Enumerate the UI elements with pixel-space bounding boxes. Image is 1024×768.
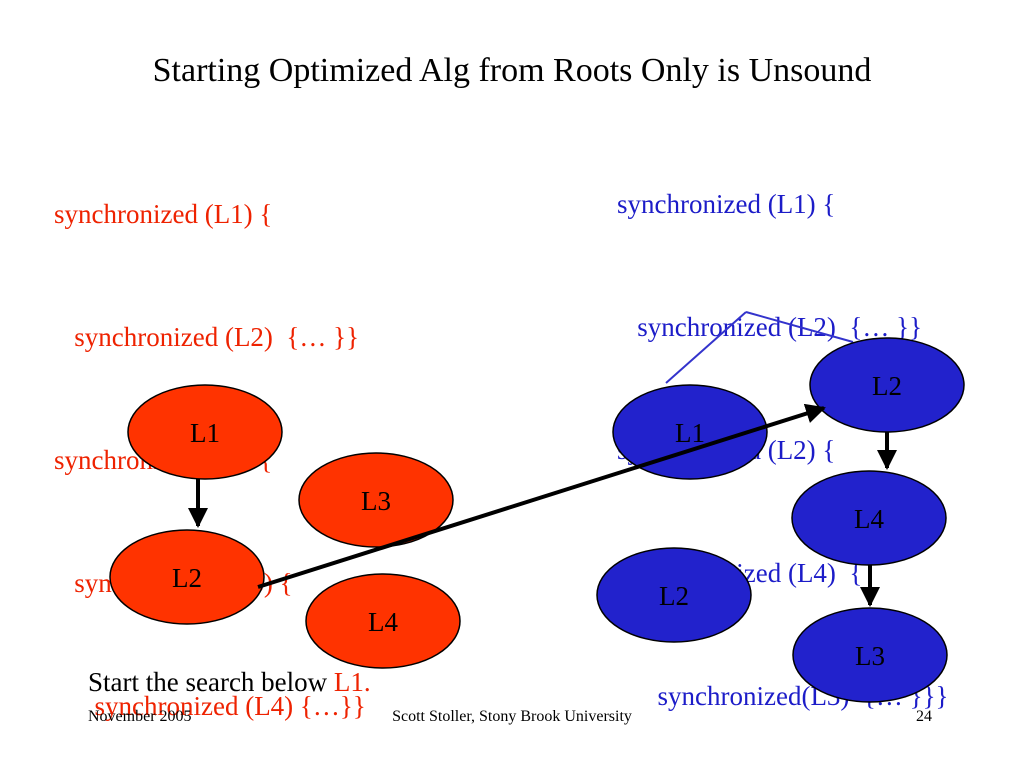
node-label-left-L4: L4 <box>368 607 398 637</box>
node-left-L3 <box>298 452 454 548</box>
bracket-line-left <box>665 311 747 384</box>
node-left-L2 <box>109 529 265 625</box>
node-label-left-L3: L3 <box>361 486 391 516</box>
caption-highlight: L1. <box>333 667 371 697</box>
node-right-L1 <box>612 384 768 480</box>
node-label-right-L3: L3 <box>855 641 885 671</box>
node-label-left-L1: L1 <box>190 418 220 448</box>
right-code-line: synchronized (L1) { <box>617 189 836 219</box>
node-label-right-L1: L1 <box>675 418 705 448</box>
right-code-line: synchronized (L2) {… }} <box>617 312 923 342</box>
footer-author: Scott Stoller, Stony Brook University <box>392 708 632 725</box>
footer-page-number: 24 <box>916 708 932 725</box>
bracket-line-right <box>745 311 854 343</box>
node-label-right-L4: L4 <box>854 504 884 534</box>
left-code-line: synchronized (L4) {…}} <box>54 691 366 721</box>
node-label-right-L2-bottom: L2 <box>659 581 689 611</box>
caption: Start the search below L1. <box>88 667 371 698</box>
node-left-L4 <box>305 573 461 669</box>
node-label-left-L2: L2 <box>172 563 202 593</box>
edge-cross-L2-to-L2 <box>257 403 826 589</box>
slide-title: Starting Optimized Alg from Roots Only i… <box>152 52 872 89</box>
node-right-L3 <box>792 607 948 703</box>
left-code-line: synchronized (L1) { <box>54 199 273 229</box>
caption-text: Start the search below <box>88 667 334 697</box>
node-right-L2-bottom <box>596 547 752 643</box>
left-code-line: synchronized (L2) {… }} <box>54 322 360 352</box>
footer-date: November 2005 <box>88 708 192 725</box>
node-label-right-L2-top: L2 <box>872 371 902 401</box>
node-left-L1 <box>127 384 283 480</box>
